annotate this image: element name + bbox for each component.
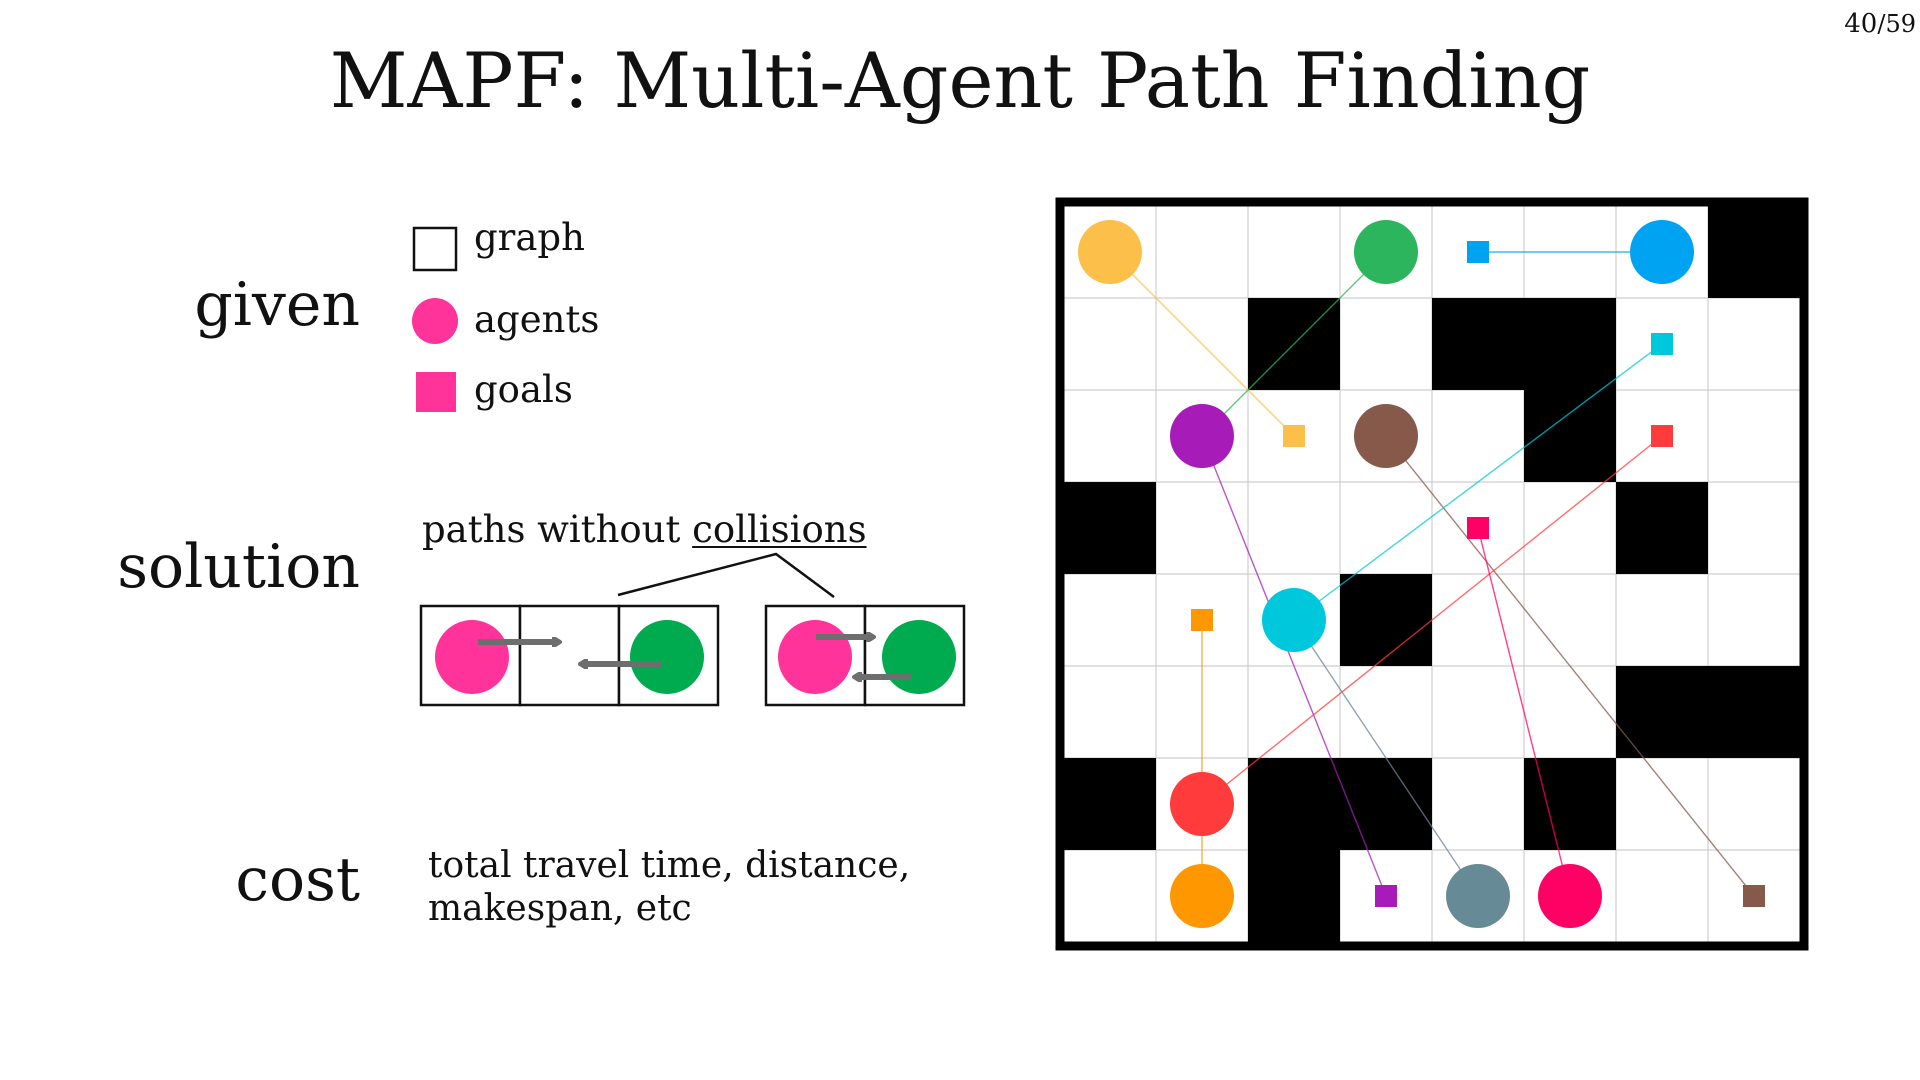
agent — [1170, 864, 1234, 928]
grid-obstacle-fill — [1064, 758, 1156, 850]
agent — [1446, 864, 1510, 928]
grid-obstacle-fill — [1524, 758, 1616, 850]
agent-goal — [1375, 885, 1397, 907]
agent-goal — [1467, 241, 1489, 263]
grid-obstacle-fill — [1616, 482, 1708, 574]
agent — [1538, 864, 1602, 928]
legend-agents-label: agents — [474, 298, 600, 341]
agent — [1354, 220, 1418, 284]
slide-title: MAPF: Multi-Agent Path Finding — [329, 36, 1591, 125]
section-label-solution: solution — [117, 532, 360, 602]
grid-obstacle-fill — [1524, 390, 1616, 482]
legend-agent-icon — [412, 298, 458, 344]
collision-pointer-lines — [617, 552, 835, 599]
agent-goal — [1651, 333, 1673, 355]
agent-goal — [1651, 425, 1673, 447]
example-left-agent-b — [630, 620, 704, 694]
legend-graph-icon — [412, 226, 458, 272]
legend-graph-label: graph — [474, 216, 585, 259]
agent-goal-link — [1201, 435, 1387, 897]
grid-obstacle-fill — [1064, 482, 1156, 574]
example-left-cell-2 — [518, 604, 621, 707]
collision-example-right — [764, 604, 966, 707]
grid-border — [1055, 197, 1809, 951]
agent-goal-link — [1293, 343, 1663, 621]
page-current: 40 — [1844, 9, 1878, 39]
page-total: 59 — [1885, 10, 1916, 38]
grid-obstacle-fill — [1432, 298, 1524, 390]
agent-goal — [1467, 517, 1489, 539]
agent-goal-link — [1477, 527, 1571, 897]
grid-obstacle-fill — [1524, 298, 1616, 390]
agent — [1354, 404, 1418, 468]
grid-obstacle-fill — [1340, 574, 1432, 666]
grid-obstacle-fill — [1248, 758, 1340, 850]
grid-obstacle-fill — [1708, 206, 1800, 298]
agent — [1262, 588, 1326, 652]
grid-obstacle-fill — [1616, 666, 1708, 758]
agent — [1630, 220, 1694, 284]
cost-description: total travel time, distance, makespan, e… — [428, 844, 910, 930]
cost-line-1: total travel time, distance, — [428, 845, 911, 886]
section-label-cost: cost — [235, 845, 360, 915]
grid-obstacle-fill — [1340, 758, 1432, 850]
agent-goal — [1191, 609, 1213, 631]
cost-line-2: makespan, etc — [428, 888, 692, 929]
agent-goal-link — [1109, 251, 1295, 437]
agent-goal-link — [1293, 619, 1479, 897]
section-label-given: given — [194, 270, 360, 340]
collision-example-left — [419, 604, 720, 707]
solution-caption: paths without collisions — [422, 508, 867, 552]
agent-goal-link — [1201, 435, 1663, 805]
agent — [1170, 404, 1234, 468]
grid-obstacle-fill — [1248, 850, 1340, 942]
agent-goal-link — [1201, 251, 1387, 437]
grid-obstacle-fill — [1708, 666, 1800, 758]
mapf-grid — [1055, 197, 1809, 951]
agent-goal — [1743, 885, 1765, 907]
agent — [1078, 220, 1142, 284]
legend-goal-icon — [416, 372, 456, 412]
agent-goal-link — [1385, 435, 1755, 897]
example-left-agent-a — [435, 620, 509, 694]
solution-caption-prefix: paths without — [422, 508, 693, 551]
agent-goal — [1283, 425, 1305, 447]
legend-goals-label: goals — [474, 368, 573, 411]
solution-caption-collisions: collisions — [692, 508, 867, 551]
page-separator: / — [1877, 10, 1886, 38]
example-right-agent-a — [778, 620, 852, 694]
example-right-agent-b — [882, 620, 956, 694]
agent — [1170, 772, 1234, 836]
